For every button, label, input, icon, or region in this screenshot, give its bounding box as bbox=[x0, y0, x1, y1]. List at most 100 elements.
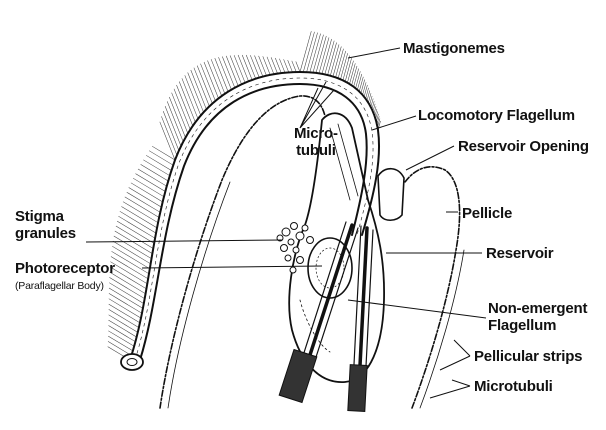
label-non-emergent: Non-emergent bbox=[488, 300, 587, 317]
label-pellicle: Pellicle bbox=[462, 205, 512, 222]
mastigoneme-hair bbox=[152, 146, 175, 160]
mastigonemes-hairs bbox=[108, 31, 381, 360]
mastigoneme-hair bbox=[219, 57, 232, 89]
label-photoreceptor-group: Photoreceptor (Paraflagellar Body) bbox=[15, 260, 115, 292]
mastigoneme-hair bbox=[208, 61, 222, 97]
mastigoneme-hair bbox=[182, 78, 198, 119]
mastigoneme-hair bbox=[310, 34, 321, 73]
mastigoneme-hair bbox=[172, 93, 188, 134]
mastigoneme-hair bbox=[356, 71, 361, 88]
label-microtubuli: Microtubuli bbox=[474, 378, 553, 395]
mastigoneme-hair bbox=[354, 69, 359, 87]
mastigoneme-hair bbox=[161, 116, 177, 155]
mastigoneme-hair bbox=[197, 66, 212, 104]
mastigoneme-hair bbox=[191, 70, 207, 109]
mastigoneme-hair bbox=[127, 192, 161, 212]
mastigoneme-hair bbox=[300, 31, 311, 72]
mastigoneme-hair bbox=[112, 246, 150, 269]
mastigoneme-hair bbox=[115, 231, 153, 254]
mastigoneme-hair bbox=[149, 151, 173, 166]
mastigoneme-hair bbox=[179, 82, 195, 123]
mastigoneme-hair bbox=[174, 89, 190, 130]
mastigoneme-hair bbox=[255, 56, 263, 77]
mastigoneme-hair bbox=[163, 111, 179, 151]
mastigoneme-hair bbox=[357, 74, 361, 90]
mastigoneme-hair bbox=[109, 304, 140, 323]
mastigoneme-hair bbox=[125, 197, 159, 218]
mastigoneme-hair bbox=[361, 80, 365, 94]
mastigoneme-hair bbox=[267, 57, 274, 74]
label-locomotory-flagellum: Locomotory Flagellum bbox=[418, 107, 575, 124]
mastigoneme-hair bbox=[313, 35, 324, 73]
locomotory-flagellum bbox=[121, 72, 379, 370]
stigma-granule bbox=[296, 232, 304, 240]
label-reservoir-opening: Reservoir Opening bbox=[458, 138, 589, 155]
mastigoneme-hair bbox=[110, 262, 147, 284]
mastigoneme-hair bbox=[143, 160, 170, 176]
mastigoneme-hair bbox=[303, 32, 314, 72]
mastigoneme-hair bbox=[292, 61, 297, 72]
label-granules: granules bbox=[15, 225, 76, 242]
mastigoneme-hair bbox=[113, 241, 151, 264]
mastigoneme-hair bbox=[352, 66, 357, 85]
mastigoneme-hair bbox=[188, 73, 204, 113]
mastigoneme-hair bbox=[165, 106, 181, 146]
label-paraflagellar-body: (Paraflagellar Body) bbox=[15, 280, 115, 292]
mastigoneme-hair bbox=[169, 97, 185, 138]
label-stigma: Stigma bbox=[15, 208, 76, 225]
label-flagellum: Flagellum bbox=[488, 317, 587, 334]
mastigoneme-hair bbox=[259, 56, 267, 76]
label-mastigonemes: Mastigonemes bbox=[403, 40, 505, 57]
mastigoneme-hair bbox=[194, 68, 210, 107]
label-non-emergent-flagellum: Non-emergent Flagellum bbox=[488, 300, 587, 334]
mastigoneme-hair bbox=[109, 315, 138, 333]
mastigoneme-hair bbox=[201, 64, 216, 101]
mastigoneme-hair bbox=[359, 77, 363, 92]
mastigoneme-hair bbox=[307, 33, 318, 73]
mastigoneme-hair bbox=[118, 216, 155, 238]
mastigoneme-hair bbox=[242, 55, 252, 80]
label-pellicular-strips: Pellicular strips bbox=[474, 348, 582, 365]
stigma-granule bbox=[282, 228, 290, 236]
label-microtubuli-top: Micro- tubuli bbox=[294, 125, 338, 159]
mastigoneme-hair bbox=[160, 122, 175, 160]
stigma-granule bbox=[290, 267, 296, 273]
mastigoneme-hair bbox=[117, 221, 154, 243]
mastigoneme-hair bbox=[204, 62, 219, 98]
mastigoneme-hair bbox=[185, 75, 201, 115]
mastigoneme-hair bbox=[350, 63, 356, 84]
mastigoneme-hair bbox=[215, 58, 228, 92]
mastigoneme-hair bbox=[263, 56, 270, 75]
stigma-granule bbox=[285, 255, 291, 261]
mastigoneme-hair bbox=[110, 272, 146, 294]
mastigoneme-hair bbox=[211, 59, 225, 94]
mastigoneme-hair bbox=[345, 58, 351, 81]
mastigoneme-hair bbox=[129, 188, 162, 208]
stigma-granule bbox=[297, 257, 304, 264]
mastigoneme-hair bbox=[109, 320, 137, 337]
mastigoneme-hair bbox=[133, 178, 164, 197]
mastigoneme-hair bbox=[296, 62, 300, 73]
mastigoneme-hair bbox=[316, 36, 326, 73]
mastigoneme-hair bbox=[177, 85, 193, 126]
mastigoneme-hair bbox=[120, 211, 156, 233]
stigma-granule bbox=[302, 225, 308, 231]
label-reservoir: Reservoir bbox=[486, 245, 553, 262]
label-tubuli: tubuli bbox=[294, 142, 338, 159]
stigma-granule bbox=[281, 245, 288, 252]
mastigoneme-hair bbox=[347, 61, 353, 83]
mastigoneme-hair bbox=[109, 309, 139, 327]
mastigoneme-hair bbox=[363, 82, 367, 95]
mastigoneme-hair bbox=[110, 267, 146, 289]
mastigoneme-hair bbox=[271, 57, 278, 73]
mastigoneme-hair bbox=[114, 236, 152, 259]
mastigoneme-hair bbox=[246, 55, 256, 79]
mastigoneme-hair bbox=[250, 55, 259, 77]
mastigoneme-hair bbox=[109, 299, 141, 318]
mastigoneme-hair bbox=[121, 207, 157, 228]
mastigoneme-hair bbox=[288, 60, 293, 72]
mastigoneme-hair bbox=[108, 341, 132, 355]
stigma-granule bbox=[291, 223, 298, 230]
